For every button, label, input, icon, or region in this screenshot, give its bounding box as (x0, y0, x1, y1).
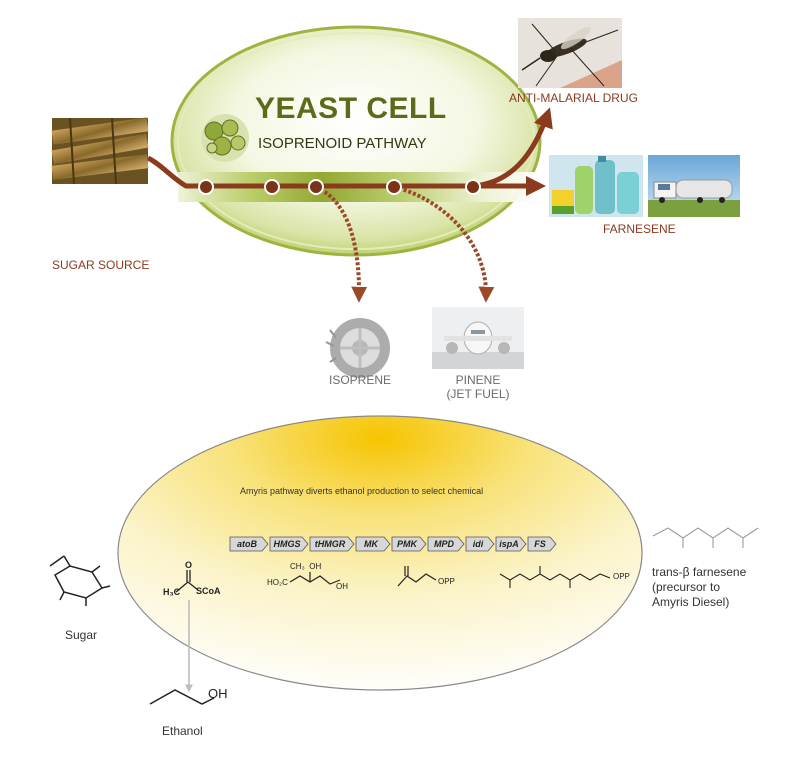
sugar-label: Sugar (65, 628, 98, 642)
gene-label-fs: FS (534, 539, 546, 549)
ipp-opp: OPP (438, 577, 455, 586)
gene-arrow-fs (527, 536, 557, 552)
mevalonate-oh: OH (336, 582, 348, 591)
mevalonate-ho2c: HO₂C (267, 578, 288, 587)
farnesene-molecule (652, 527, 759, 548)
gene-arrow-atob (229, 536, 269, 552)
pathway-node (308, 179, 324, 195)
fpp-molecule (499, 566, 611, 588)
gene-label-atob: atoB (237, 539, 257, 549)
gene-arrow-pmk (391, 536, 427, 552)
isoprenoid-pathway-subtitle: ISOPRENOID PATHWAY (258, 135, 427, 152)
acetylcoa-o: O (185, 560, 193, 570)
branch-arrow-isoprene (315, 185, 368, 303)
pathway-node (198, 179, 214, 195)
fpp-opp: OPP (613, 572, 630, 581)
mosquito-image (518, 18, 622, 88)
sugarcane-image (51, 117, 149, 185)
gene-label-mk: MK (364, 539, 378, 549)
mevalonate-ch3-oh: CH₃ OH (290, 562, 322, 571)
pathway-main-arrow (146, 155, 546, 196)
yeast-cluster-icon (201, 114, 249, 162)
gene-arrow-thmgr (309, 536, 355, 552)
gene-label-pmk: PMK (397, 539, 417, 549)
amyris-ellipse (117, 415, 643, 691)
gene-arrow-mpd (427, 536, 465, 552)
anti-malarial-drug-label: ANTI-MALARIAL DRUG (509, 91, 638, 105)
acetylcoa-molecule (175, 570, 199, 593)
gene-label-ispa: ispA (499, 539, 519, 549)
amyris-caption: Amyris pathway diverts ethanol productio… (240, 486, 484, 496)
sugar-molecule (49, 555, 111, 606)
acetylcoa-scoa: SCoA (196, 586, 221, 596)
cleaning-products-image (549, 155, 643, 217)
airplane-image (432, 307, 524, 369)
mevalonate-molecule (289, 572, 341, 585)
pathway-node (465, 179, 481, 195)
pathway-node (386, 179, 402, 195)
pathway-node (264, 179, 280, 195)
truck-image (648, 155, 740, 217)
gene-label-hmgs: HMGS (273, 539, 301, 549)
farnesene-product-line2: (precursor to (652, 580, 721, 594)
gene-arrow-hmgs (269, 536, 309, 552)
gene-arrows (229, 536, 557, 552)
ethanol-label: Ethanol (162, 724, 203, 738)
branch-arrow-drug (473, 107, 553, 189)
jet-fuel-label: (JET FUEL) (446, 387, 510, 401)
gene-arrow-idi (465, 536, 495, 552)
gene-label-idi: idi (472, 539, 484, 549)
gene-label-thmgr: tHMGR (314, 539, 346, 549)
isoprene-label: ISOPRENE (328, 373, 391, 387)
gene-arrow-ispa (495, 536, 527, 552)
yeast-cell-title: YEAST CELL (255, 92, 447, 125)
pinene-label: PINENE (455, 373, 501, 387)
pathway-nodes (198, 179, 481, 195)
ethanol-oh: OH (208, 686, 228, 701)
branch-arrow-pinene (393, 185, 495, 303)
tire-image (314, 307, 406, 378)
ethanol-molecule (149, 689, 215, 705)
acetylcoa-h3c: H₃C (163, 587, 181, 597)
farnesene-label: FARNESENE (603, 222, 676, 236)
gene-arrow-mk (355, 536, 391, 552)
farnesene-product-line3: Amyris Diesel) (652, 595, 730, 609)
farnesene-product-line1: trans-β farnesene (652, 565, 747, 579)
gene-label-mpd: MPD (434, 539, 454, 549)
ipp-molecule (397, 566, 437, 587)
sugar-source-label: SUGAR SOURCE (52, 258, 150, 272)
